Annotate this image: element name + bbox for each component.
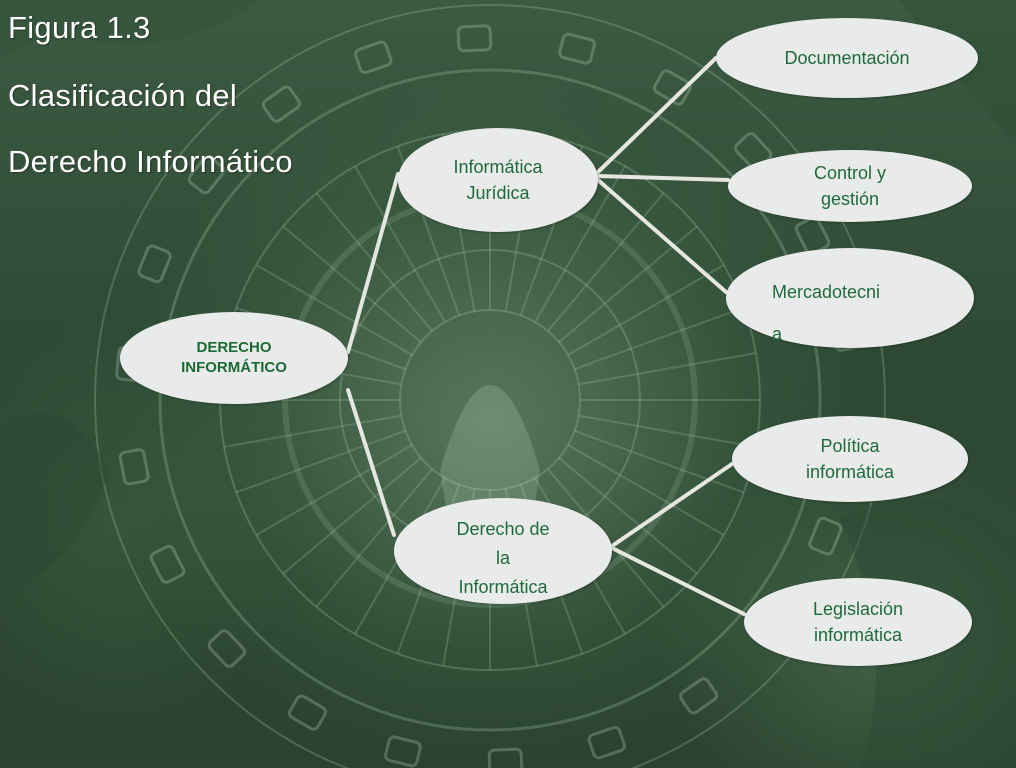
node-control-line1: Control y: [813, 163, 887, 183]
background-spoke: [282, 457, 422, 575]
background-chip: [149, 544, 186, 584]
root-node-label-line2: INFORMÁTICO: [181, 359, 287, 376]
background-spoke: [315, 468, 433, 608]
node-derecho-informatica-line3: Informática: [458, 576, 548, 597]
node-control-line2: gestión: [820, 189, 880, 209]
title-line-2: Clasificación del: [8, 78, 238, 113]
background-chip: [354, 40, 393, 75]
background-spoke: [578, 352, 757, 386]
background-spoke: [558, 457, 698, 575]
connector-derecho-legislacion: [610, 546, 746, 616]
background-chip: [384, 735, 422, 768]
node-politica-line2: informática: [805, 462, 895, 482]
background-chip: [456, 24, 493, 53]
title-line-3: Derecho Informático: [8, 144, 293, 179]
node-politica-line1: Política: [820, 436, 880, 456]
node-legislacion-line2: informática: [813, 625, 903, 645]
connector-root-derecho-informatica: [346, 388, 396, 537]
background-spoke: [574, 429, 745, 494]
node-derecho-informatica-line1: Derecho de: [456, 518, 550, 539]
background-spoke: [235, 429, 406, 494]
connector-juridica-documentacion: [596, 56, 718, 174]
node-mercadotecnia-line1: Mercadotecni: [772, 282, 881, 302]
background-chip: [287, 694, 328, 731]
node-control-y-gestion: Control y gestión: [728, 150, 972, 222]
node-documentacion-line1: Documentación: [784, 48, 910, 68]
connector-juridica-control: [596, 174, 730, 182]
background-chip: [652, 69, 693, 106]
background-chip: [118, 448, 150, 486]
background-chip: [679, 677, 719, 715]
node-derecho-informatica-line2: la: [495, 547, 510, 568]
node-mercadotecnia: Mercadotecni a: [726, 248, 974, 348]
background-spoke: [282, 225, 422, 343]
background-spoke: [567, 444, 725, 536]
connector-derecho-politica: [610, 462, 734, 548]
node-informatica-juridica-line1: Informática: [453, 157, 543, 177]
node-informatica-juridica-line2: Jurídica: [466, 183, 530, 203]
background-spoke: [255, 444, 413, 536]
node-documentacion: Documentación: [716, 18, 978, 98]
root-node-label-line1: DERECHO: [196, 339, 272, 356]
background-spoke: [223, 414, 402, 448]
background-spoke: [354, 165, 446, 323]
background-chip: [587, 725, 626, 760]
background-chip: [487, 747, 524, 768]
connector-root-informatica-juridica: [346, 172, 400, 354]
connector-juridica-mercadotecnia: [596, 178, 728, 294]
background-chip: [261, 85, 301, 123]
background-chip: [558, 32, 596, 65]
node-politica-informatica: Política informática: [732, 416, 968, 502]
figure-number: Figura 1.3: [8, 10, 151, 45]
node-mercadotecnia-line2: a: [772, 324, 783, 344]
root-node-derecho-informatico: DERECHO INFORMÁTICO: [120, 312, 348, 404]
background-chip: [187, 155, 226, 195]
node-derecho-de-la-informatica: Derecho de la Informática: [394, 498, 612, 604]
node-legislacion-informatica: Legislación informática: [744, 578, 972, 666]
node-legislacion-line1: Legislación: [812, 599, 904, 619]
background-spoke: [567, 264, 725, 356]
background-chip: [207, 629, 246, 668]
background-chip: [137, 244, 172, 284]
node-informatica-juridica: Informática Jurídica: [398, 128, 598, 232]
background-spoke: [547, 192, 665, 332]
background-spoke: [255, 264, 413, 356]
background-spoke: [578, 414, 757, 448]
background-spoke: [574, 306, 745, 371]
background-chip: [808, 516, 843, 556]
